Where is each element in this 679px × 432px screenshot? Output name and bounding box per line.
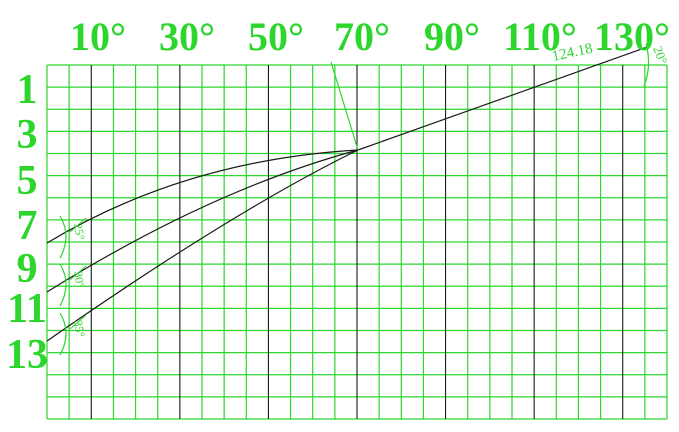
row-label: 1 xyxy=(17,67,38,113)
upper-straight-line xyxy=(357,45,651,151)
angle-arc-icon xyxy=(59,312,67,356)
angle-arc-icon xyxy=(643,43,650,87)
row-label: 11 xyxy=(7,286,47,332)
column-label: 10° xyxy=(70,14,126,59)
row-label: 9 xyxy=(17,246,38,292)
curve-group xyxy=(46,45,651,342)
curve-30deg xyxy=(46,149,359,293)
column-labels: 10° 30° 50° 70° 90° 110° 130° xyxy=(70,14,670,59)
angle-label: 35° xyxy=(71,319,88,338)
row-label: 13 xyxy=(6,332,48,378)
row-label: 5 xyxy=(17,158,38,204)
column-label: 130° xyxy=(594,14,670,59)
angle-tick xyxy=(69,265,87,281)
angle-tick xyxy=(69,217,87,233)
row-label: 3 xyxy=(17,112,38,158)
column-label: 70° xyxy=(334,14,390,59)
leader-line xyxy=(330,61,359,151)
curve-35deg xyxy=(46,149,359,342)
column-label: 90° xyxy=(424,14,480,59)
angle-label: 25° xyxy=(71,222,88,241)
angle-tick xyxy=(69,314,87,330)
column-label: 30° xyxy=(159,14,215,59)
row-label: 7 xyxy=(17,203,38,249)
curve-25deg xyxy=(46,149,359,244)
angle-arc-icon xyxy=(59,215,67,259)
angle-label: 30° xyxy=(71,270,88,289)
column-label: 110° xyxy=(503,14,577,59)
angle-arc-icon xyxy=(59,263,67,307)
column-label: 50° xyxy=(248,14,304,59)
angle-label: 20° xyxy=(650,44,670,66)
major-grid-lines xyxy=(90,65,624,419)
